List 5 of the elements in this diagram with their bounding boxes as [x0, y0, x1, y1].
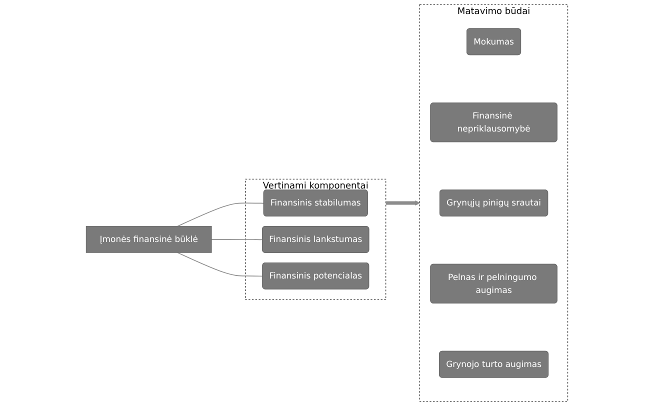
- arrow: [386, 200, 420, 206]
- connector: [177, 202, 264, 227]
- connector: [177, 252, 264, 277]
- connector: [211, 239, 264, 240]
- node-box: Įmonės finansinė būklė: [86, 226, 212, 253]
